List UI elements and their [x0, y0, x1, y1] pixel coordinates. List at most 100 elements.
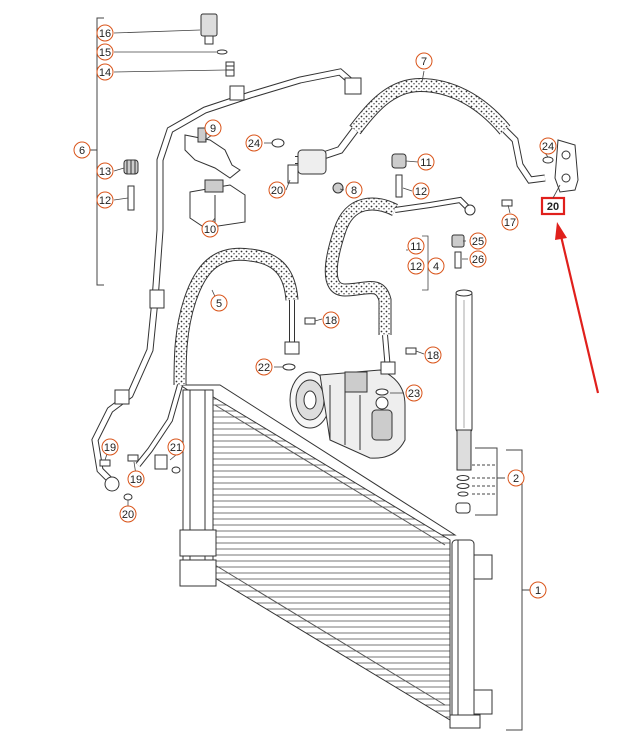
callout-12[interactable]: 12	[407, 257, 425, 275]
callout-16[interactable]: 16	[96, 24, 114, 42]
callout-label: 24	[248, 138, 260, 150]
callout-label: 18	[325, 315, 337, 327]
callout-label: 20	[271, 185, 283, 197]
callout-21[interactable]: 21	[167, 438, 185, 456]
callout-label: 26	[472, 254, 484, 266]
callout-circle	[407, 237, 425, 255]
callout-label: 15	[99, 47, 111, 59]
callout-label: 21	[170, 442, 182, 454]
callout-22[interactable]: 22	[255, 358, 273, 376]
callout-25[interactable]: 25	[469, 232, 487, 250]
callout-17[interactable]: 17	[501, 213, 519, 231]
callout-label: 1	[535, 585, 541, 597]
line-6[interactable]	[91, 68, 362, 492]
bracket-10[interactable]	[189, 179, 246, 229]
bolt-17[interactable]	[501, 199, 513, 207]
seal-20b[interactable]	[123, 493, 133, 501]
callout-circle	[405, 384, 423, 402]
bolt-18a[interactable]	[304, 317, 316, 325]
callout-24[interactable]: 24	[245, 134, 263, 152]
callout-circle	[167, 438, 185, 456]
callout-1[interactable]: 1	[529, 581, 547, 599]
valve-14[interactable]	[225, 61, 235, 77]
callout-circle	[424, 346, 442, 364]
callout-label: 18	[427, 350, 439, 362]
callout-18[interactable]: 18	[424, 346, 442, 364]
callout-circle	[96, 24, 114, 42]
callout-26[interactable]: 26	[469, 250, 487, 268]
cap-25[interactable]	[451, 234, 465, 248]
fitting-21[interactable]	[154, 454, 181, 474]
callout-18[interactable]: 18	[322, 311, 340, 329]
callout-19[interactable]: 19	[101, 438, 119, 456]
group-2-bracket	[472, 447, 505, 516]
hose-4[interactable]	[324, 196, 476, 375]
valve-core-12b[interactable]	[395, 174, 403, 198]
nut-8[interactable]	[332, 182, 344, 194]
callout-20[interactable]: 20	[268, 181, 286, 199]
callout-circle	[96, 191, 114, 209]
callout-label: 12	[99, 195, 111, 207]
callout-label: 14	[99, 67, 111, 79]
bracket-plate-20[interactable]	[554, 139, 579, 193]
valve-26[interactable]	[454, 251, 462, 269]
callout-circle	[96, 43, 114, 61]
callout-label: 20	[122, 509, 134, 521]
cap-13[interactable]	[123, 159, 139, 175]
bolt-19a[interactable]	[99, 459, 111, 467]
o-ring-23[interactable]	[375, 388, 389, 396]
callout-7[interactable]: 7	[415, 52, 433, 70]
fitting-20a[interactable]	[287, 149, 327, 184]
callout-circle	[427, 257, 445, 275]
callout-label: 8	[351, 185, 357, 197]
highlighted-callout-20[interactable]: 20	[540, 196, 566, 216]
drier-cartridge[interactable]	[455, 289, 473, 514]
callout-label: 11	[410, 241, 421, 253]
o-ring-22[interactable]	[282, 363, 296, 371]
group-6-bracket	[90, 17, 104, 286]
valve-core-12a[interactable]	[127, 185, 135, 211]
callout-label: 25	[472, 236, 484, 248]
callout-24[interactable]: 24	[539, 137, 557, 155]
callout-19[interactable]: 19	[127, 470, 145, 488]
hose-5[interactable]	[135, 247, 300, 467]
callout-label: 13	[99, 166, 111, 178]
highlight-label: 20	[547, 201, 559, 213]
callout-12[interactable]: 12	[412, 182, 430, 200]
callout-circle	[255, 358, 273, 376]
callout-9[interactable]: 9	[204, 119, 222, 137]
callout-10[interactable]: 10	[201, 220, 219, 238]
callout-13[interactable]: 13	[96, 162, 114, 180]
seal-24b[interactable]	[542, 156, 554, 164]
bracket-9[interactable]	[184, 127, 241, 179]
cap-11a[interactable]	[391, 153, 407, 169]
callout-15[interactable]: 15	[96, 43, 114, 61]
callout-circle	[101, 438, 119, 456]
callout-4[interactable]: 4	[427, 257, 445, 275]
callout-11[interactable]: 11	[407, 237, 425, 255]
callout-circle	[415, 52, 433, 70]
callout-11[interactable]: 11	[417, 153, 435, 171]
callout-circle	[529, 581, 547, 599]
bolt-19b[interactable]	[127, 454, 139, 462]
callout-12[interactable]: 12	[96, 191, 114, 209]
callout-label: 24	[542, 141, 554, 153]
callout-8[interactable]: 8	[345, 181, 363, 199]
callout-label: 5	[216, 298, 222, 310]
callout-23[interactable]: 23	[405, 384, 423, 402]
condenser[interactable]	[178, 384, 493, 729]
callout-14[interactable]: 14	[96, 63, 114, 81]
seal-24a[interactable]	[271, 138, 285, 148]
pressure-switch-16[interactable]	[200, 13, 218, 45]
callout-circle	[407, 257, 425, 275]
o-ring-15[interactable]	[216, 49, 228, 55]
callout-5[interactable]: 5	[210, 294, 228, 312]
callout-20[interactable]: 20	[119, 505, 137, 523]
callout-circle	[539, 137, 557, 155]
bolt-18b[interactable]	[405, 347, 417, 355]
callout-circle	[501, 213, 519, 231]
callout-2[interactable]: 2	[507, 469, 525, 487]
callout-6[interactable]: 6	[73, 141, 91, 159]
